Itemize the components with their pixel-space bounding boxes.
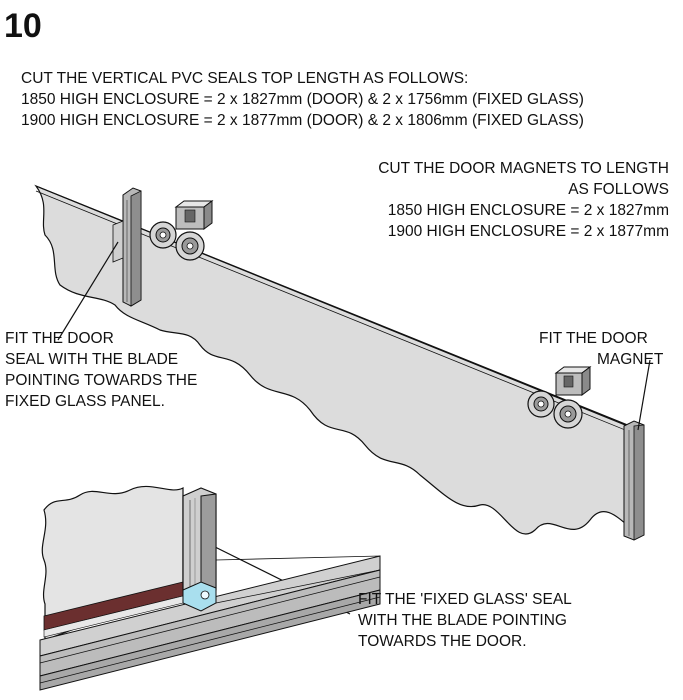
magnet-note-line4: 1900 HIGH ENCLOSURE = 2 x 1877mm xyxy=(387,223,669,240)
magnet-note-line1: CUT THE DOOR MAGNETS TO LENGTH xyxy=(378,160,669,177)
door-magnet-line1: FIT THE DOOR xyxy=(539,330,648,347)
fixed-seal-line1: FIT THE 'FIXED GLASS' SEAL xyxy=(358,591,572,608)
magnet-note-line3: 1850 HIGH ENCLOSURE = 2 x 1827mm xyxy=(387,202,669,219)
cut-instructions: CUT THE VERTICAL PVC SEALS TOP LENGTH AS… xyxy=(21,68,584,131)
door-seal-callout: FIT THE DOOR SEAL WITH THE BLADE POINTIN… xyxy=(5,328,197,412)
step-number: 10 xyxy=(4,7,42,45)
cut-line-1850: 1850 HIGH ENCLOSURE = 2 x 1827mm (DOOR) … xyxy=(21,91,584,108)
door-magnet-line2: MAGNET xyxy=(597,351,664,368)
door-magnet-callout: FIT THE DOOR MAGNET xyxy=(539,328,683,370)
door-seal-line1: FIT THE DOOR xyxy=(5,330,114,347)
cut-line-1900: 1900 HIGH ENCLOSURE = 2 x 1877mm (DOOR) … xyxy=(21,112,584,129)
door-magnet-profile xyxy=(623,420,645,541)
roller-bracket-right xyxy=(527,366,592,429)
magnet-cut-instructions: CUT THE DOOR MAGNETS TO LENGTH AS FOLLOW… xyxy=(378,158,669,242)
magnet-note-line2: AS FOLLOWS xyxy=(568,181,669,198)
door-magnet-leader xyxy=(637,359,651,431)
fixed-seal-line2: WITH THE BLADE POINTING xyxy=(358,612,567,629)
fixed-seal-line3: TOWARDS THE DOOR. xyxy=(358,633,527,650)
door-seal-line2: SEAL WITH THE BLADE xyxy=(5,351,179,368)
door-seal-leader xyxy=(57,241,119,341)
door-seal-profile xyxy=(112,187,142,307)
roller-bracket-left xyxy=(149,200,214,261)
door-seal-line4: FIXED GLASS PANEL. xyxy=(5,393,165,410)
cut-heading: CUT THE VERTICAL PVC SEALS TOP LENGTH AS… xyxy=(21,70,469,87)
door-seal-line3: POINTING TOWARDS THE xyxy=(5,372,198,389)
fixed-glass-detail xyxy=(39,485,381,691)
fixed-glass-seal-callout: FIT THE 'FIXED GLASS' SEAL WITH THE BLAD… xyxy=(358,589,572,652)
